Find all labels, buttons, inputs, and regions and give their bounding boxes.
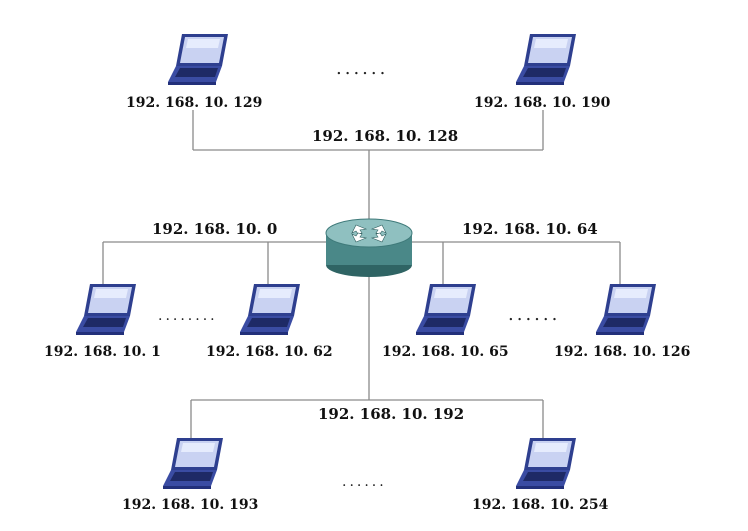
ellipsis-left: ........	[158, 308, 218, 324]
laptop-icon	[596, 284, 656, 335]
host-label-bottom-first: 192. 168. 10. 193	[122, 497, 259, 513]
laptop-icon	[163, 438, 223, 489]
host-label-bottom-last: 192. 168. 10. 254	[472, 497, 609, 513]
network-label-bottom: 192. 168. 10. 192	[318, 405, 465, 423]
ellipsis-bottom: ......	[342, 474, 387, 490]
laptop-icon	[516, 34, 576, 85]
host-label-top-first: 192. 168. 10. 129	[126, 95, 263, 111]
ellipsis-right: ......	[508, 304, 561, 325]
network-label-right: 192. 168. 10. 64	[462, 220, 598, 238]
laptop-icon	[516, 438, 576, 489]
laptop-icon	[168, 34, 228, 85]
ellipsis-top: ......	[336, 58, 389, 79]
host-label-right-last: 192. 168. 10. 126	[554, 344, 691, 360]
host-label-right-first: 192. 168. 10. 65	[382, 344, 509, 360]
host-label-left-last: 192. 168. 10. 62	[206, 344, 333, 360]
network-label-left: 192. 168. 10. 0	[152, 220, 278, 238]
laptop-icon	[240, 284, 300, 335]
laptop-icon	[76, 284, 136, 335]
laptop-icon	[416, 284, 476, 335]
network-label-top: 192. 168. 10. 128	[312, 127, 459, 145]
router-icon	[325, 218, 413, 277]
connection-lines	[102, 110, 621, 440]
host-label-left-first: 192. 168. 10. 1	[44, 344, 161, 360]
host-label-top-last: 192. 168. 10. 190	[474, 95, 611, 111]
